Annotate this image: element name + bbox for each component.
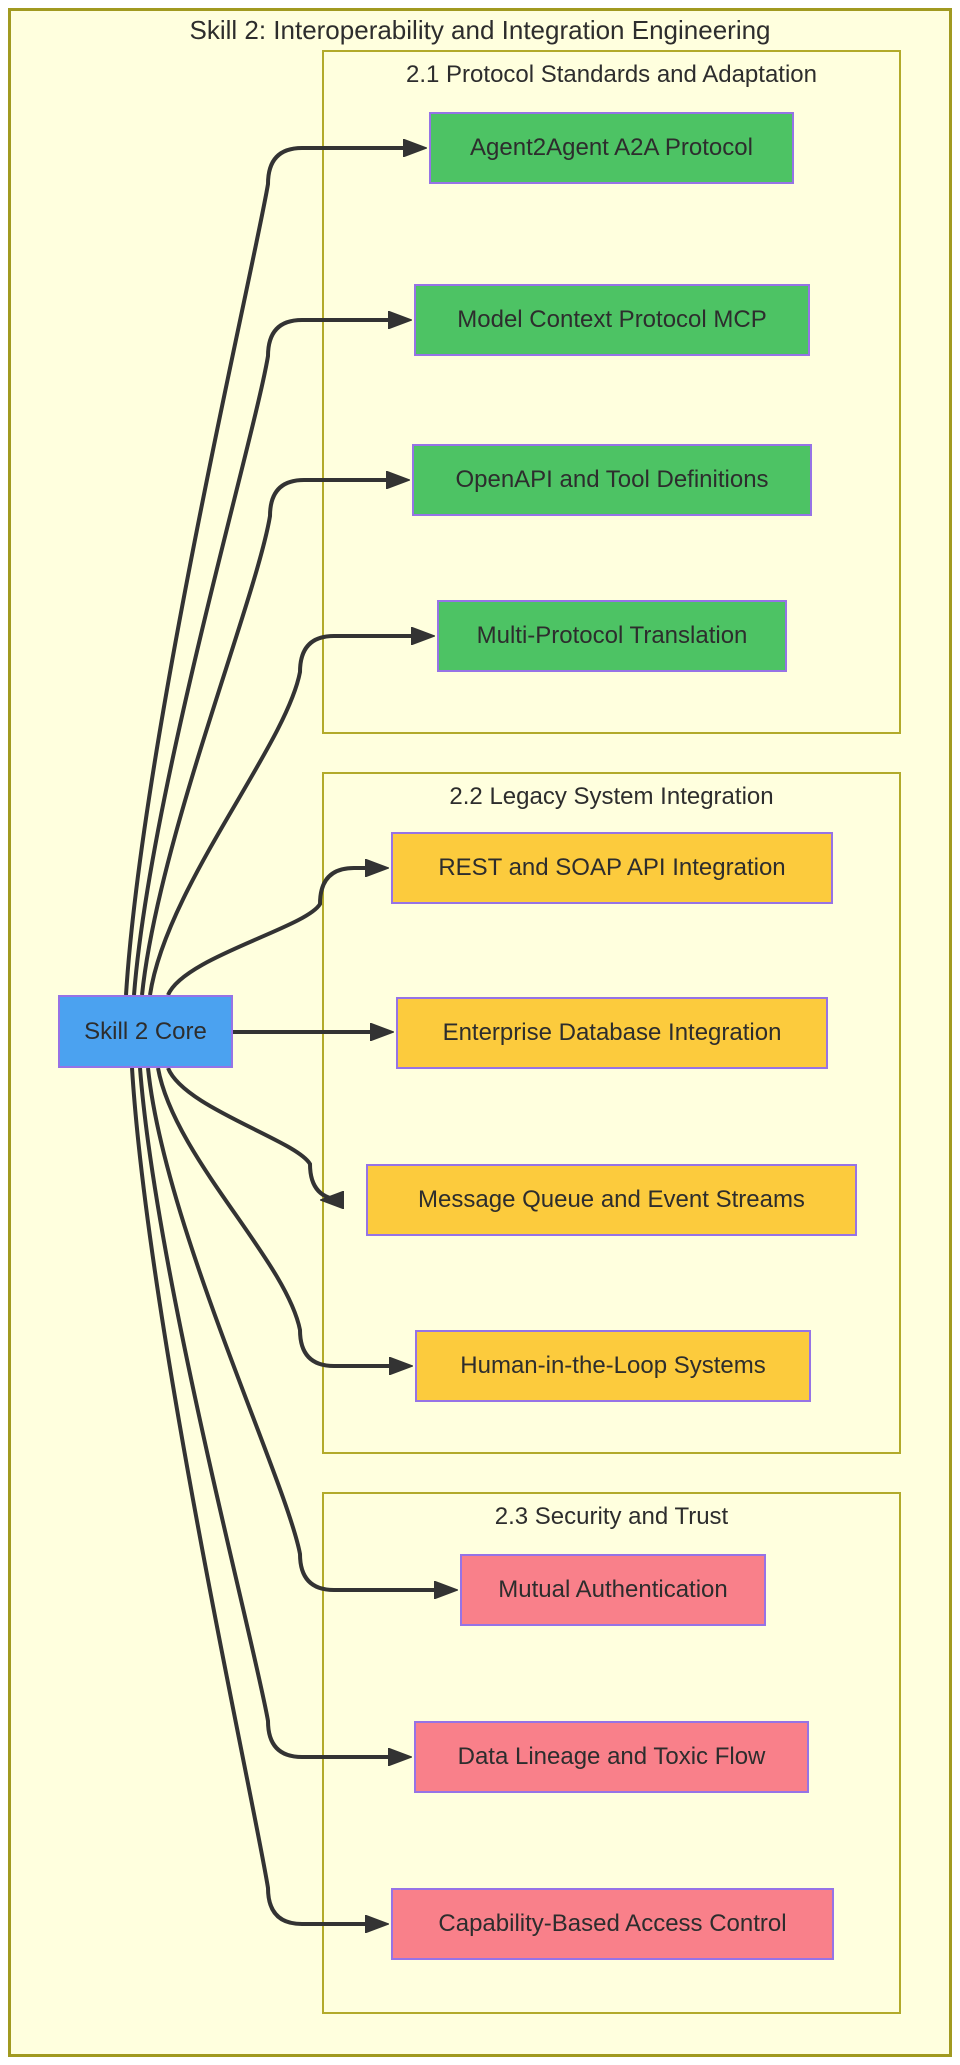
- diagram-title: Skill 2: Interoperability and Integratio…: [189, 15, 771, 45]
- arrow-core-to-mutual-authentication: [146, 1067, 436, 1590]
- node-multi-protocol-translation: Multi-Protocol Translation: [437, 600, 787, 672]
- node-enterprise-database-integration: Enterprise Database Integration: [396, 997, 828, 1069]
- node-capability-based-access-control: Capability-Based Access Control: [391, 1888, 834, 1960]
- node-rest-and-soap-api-integration: REST and SOAP API Integration: [391, 832, 833, 904]
- arrow-core-to-openapi: [140, 480, 388, 996]
- node-data-lineage-and-toxic-flow: Data Lineage and Toxic Flow: [414, 1721, 809, 1793]
- node-message-queue-and-event-streams: Message Queue and Event Streams: [366, 1164, 857, 1236]
- arrow-core-to-model-context-protocol: [132, 320, 390, 996]
- group-legacy-integration-title: 2.2 Legacy System Integration: [449, 783, 774, 810]
- arrow-core-to-data-lineage: [138, 1067, 390, 1757]
- arrow-core-to-human-in-the-loop: [156, 1067, 391, 1366]
- arrow-core-to-message-queue: [166, 1067, 345, 1200]
- node-model-context-protocol-mcp: Model Context Protocol MCP: [414, 284, 810, 356]
- node-skill-2-core: Skill 2 Core: [58, 995, 233, 1068]
- group-security-trust-title: 2.3 Security and Trust: [494, 1503, 729, 1530]
- node-agent2agent-a2a-protocol: Agent2Agent A2A Protocol: [429, 112, 794, 184]
- arrow-core-to-multi-protocol: [148, 636, 413, 996]
- node-mutual-authentication: Mutual Authentication: [460, 1554, 766, 1626]
- node-human-in-the-loop-systems: Human-in-the-Loop Systems: [415, 1330, 811, 1402]
- arrow-core-to-rest-soap: [166, 868, 367, 996]
- arrow-core-to-capability-access: [130, 1067, 367, 1924]
- group-protocol-standards-title: 2.1 Protocol Standards and Adaptation: [406, 61, 817, 88]
- arrow-core-to-agent2agent: [124, 148, 405, 996]
- node-openapi-and-tool-definitions: OpenAPI and Tool Definitions: [412, 444, 812, 516]
